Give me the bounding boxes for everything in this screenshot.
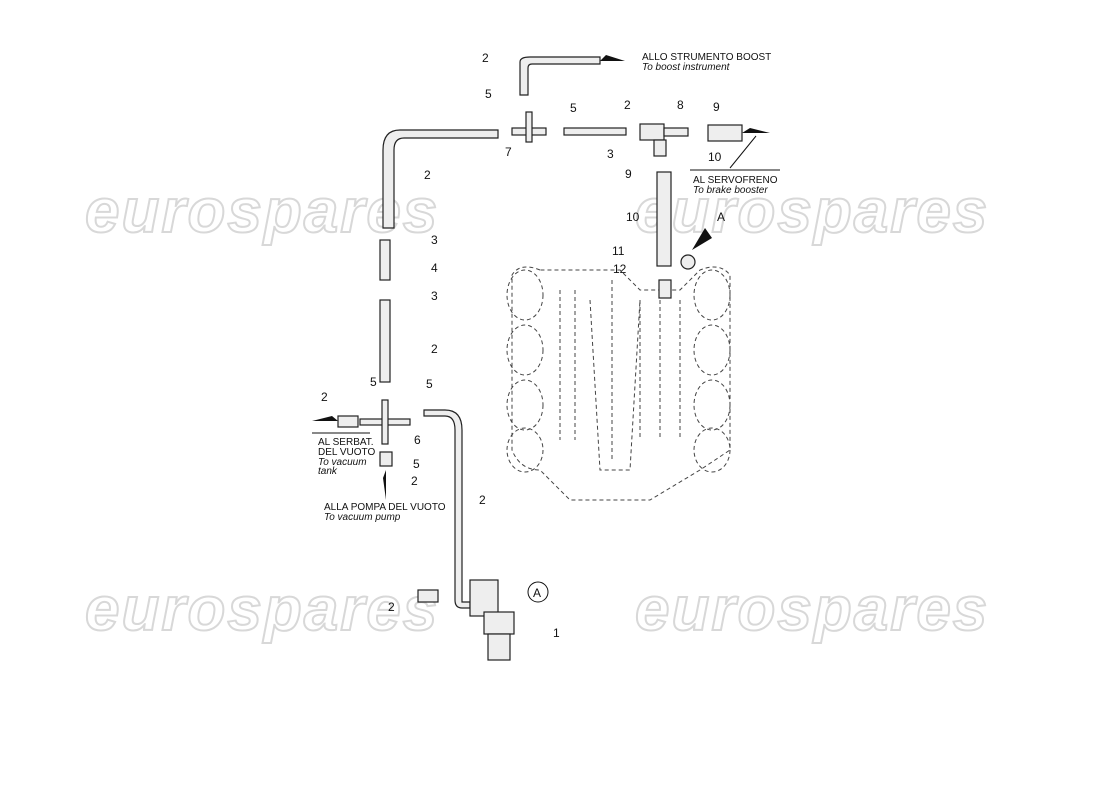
callout: 8 <box>677 98 684 112</box>
boost-label-en: To boost instrument <box>642 62 731 73</box>
detail-marker: A <box>533 586 541 600</box>
callout: A <box>717 210 725 224</box>
callout: 2 <box>624 98 631 112</box>
tank-label-it1: AL SERBAT. <box>318 437 374 448</box>
watermark: eurospares <box>635 177 989 246</box>
flow-arrows <box>312 55 780 500</box>
watermarks: eurospares eurospares eurospares eurospa… <box>84 176 989 645</box>
callout: 12 <box>613 262 627 276</box>
engine-intake-outline <box>506 266 731 501</box>
tank-label-en1: To vacuum <box>318 457 367 468</box>
callout: 5 <box>426 377 433 391</box>
callouts: 2 5 5 2 8 9 7 3 10 9 2 10 A 3 11 4 12 3 … <box>321 51 725 640</box>
tank-label-en2: tank <box>318 466 338 477</box>
callout: 5 <box>570 101 577 115</box>
callout: 11 <box>612 244 625 258</box>
callout: 2 <box>388 600 395 614</box>
callout: 2 <box>424 168 431 182</box>
callout: 10 <box>708 150 722 164</box>
detail-marker-circle <box>527 581 549 603</box>
callout: 1 <box>553 626 560 640</box>
callout: 10 <box>626 210 640 224</box>
callout: 2 <box>431 342 438 356</box>
callout: 7 <box>505 145 512 159</box>
boost-label-it: ALLO STRUMENTO BOOST <box>642 52 771 63</box>
tank-label-it2: DEL VUOTO <box>318 447 375 458</box>
hoses <box>337 56 743 661</box>
callout: 5 <box>485 87 492 101</box>
callout: 2 <box>321 390 328 404</box>
callout: 2 <box>411 474 418 488</box>
pump-label-it: ALLA POMPA DEL VUOTO <box>324 502 446 513</box>
callout: 4 <box>431 261 438 275</box>
watermark: eurospares <box>85 177 439 246</box>
pump-label-en: To vacuum pump <box>324 512 401 523</box>
callout: 6 <box>414 433 421 447</box>
watermark: eurospares <box>635 575 989 644</box>
callout: 9 <box>713 100 720 114</box>
brake-label-it: AL SERVOFRENO <box>693 175 778 186</box>
callout: 5 <box>370 375 377 389</box>
callout: 2 <box>482 51 489 65</box>
brake-label-en: To brake booster <box>693 185 768 196</box>
callout: 3 <box>431 233 438 247</box>
callout: 5 <box>413 457 420 471</box>
callout: 2 <box>479 493 486 507</box>
callout: 3 <box>607 147 614 161</box>
watermark: eurospares <box>85 575 439 644</box>
callout: 9 <box>625 167 632 181</box>
callout: 3 <box>431 289 438 303</box>
